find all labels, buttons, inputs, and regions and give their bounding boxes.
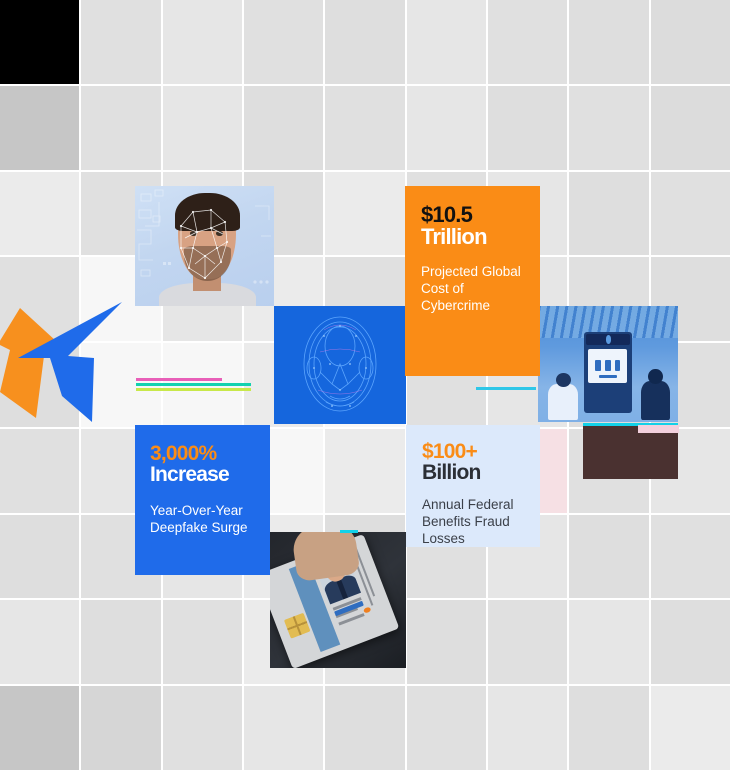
mosaic-tile: [0, 686, 80, 770]
mosaic-tile: [0, 514, 80, 599]
mosaic-tile: [488, 686, 568, 770]
face-mesh-overlay-icon: [179, 208, 229, 280]
facial-recognition-photo: [135, 186, 274, 306]
accent-strip-cyan-mid: [476, 387, 536, 390]
mosaic-tile: [406, 85, 486, 170]
mosaic-tile: [81, 600, 161, 685]
benefits-headline-unit: Billion: [422, 461, 481, 485]
accent-strip-pink: [638, 425, 679, 433]
mosaic-tile: [650, 686, 730, 770]
mosaic-tile: [244, 85, 324, 170]
mosaic-tile: [0, 85, 80, 170]
benefits-headline-value: $100+: [422, 440, 478, 463]
accent-strip-magenta: [136, 378, 222, 381]
mosaic-tile: [325, 686, 405, 770]
mosaic-tile: [650, 0, 730, 84]
circuit-pattern-icon: [137, 189, 271, 284]
mosaic-tile: [406, 686, 486, 770]
accent-strip-lime: [136, 388, 251, 391]
mosaic-tile: [81, 686, 161, 770]
deepfake-headline-unit: Increase: [150, 463, 230, 487]
mosaic-tile: [650, 600, 730, 685]
mosaic-tile: [162, 686, 242, 770]
mosaic-tile: [569, 171, 649, 256]
deepfake-headline-value: 3,000%: [150, 442, 217, 465]
wireframe-head-icon: [303, 316, 377, 412]
stat-card-cybercrime: $10.5 Trillion Projected Global Cost of …: [405, 186, 540, 376]
arrow-logo: [0, 302, 122, 422]
mosaic-tile: [244, 0, 324, 84]
deepfake-description: Year-Over-Year Deepfake Surge: [150, 502, 248, 535]
mosaic-tile: [569, 514, 649, 599]
mosaic-tile: [162, 85, 242, 170]
cybercrime-headline-value: $10.5: [421, 202, 473, 227]
mosaic-tile: [81, 0, 161, 84]
mosaic-tile: [406, 0, 486, 84]
accent-strip-teal: [136, 383, 251, 386]
mosaic-tile: [325, 0, 405, 84]
id-card-photo: [270, 532, 406, 668]
mosaic-tile: [569, 686, 649, 770]
mosaic-tile: [0, 171, 80, 256]
mosaic-tile: [406, 600, 486, 685]
biometric-head-scan-photo: [274, 306, 406, 424]
mosaic-tile: [650, 514, 730, 599]
mosaic-tile: [0, 0, 80, 84]
mosaic-tile: [650, 171, 730, 256]
mosaic-tile: [488, 85, 568, 170]
benefits-description: Annual Federal Benefits Fraud Losses: [422, 496, 514, 546]
self-service-kiosk-photo: [538, 306, 678, 422]
mosaic-tile: [325, 171, 405, 256]
mosaic-tile: [325, 85, 405, 170]
accent-strip-cyan-maroon-top: [583, 423, 678, 426]
kiosk-person-right: [639, 368, 673, 420]
mosaic-tile: [162, 0, 242, 84]
mosaic-tile: [488, 0, 568, 84]
mosaic-tile: [81, 85, 161, 170]
accent-strip-cyan-low: [340, 530, 358, 533]
mosaic-tile: [0, 428, 80, 513]
cybercrime-headline-unit: Trillion: [421, 224, 488, 250]
mosaic-tile: [244, 686, 324, 770]
orange-arrow-icon: [0, 308, 68, 418]
mosaic-tile: [325, 428, 405, 513]
kiosk-terminal: [584, 331, 632, 413]
mosaic-tile: [569, 600, 649, 685]
stat-card-benefits-fraud: $100+ Billion Annual Federal Benefits Fr…: [406, 425, 540, 547]
mosaic-tile: [569, 0, 649, 84]
kiosk-person-left: [546, 373, 580, 420]
cybercrime-description: Projected Global Cost of Cybercrime: [421, 263, 521, 313]
mosaic-tile: [569, 85, 649, 170]
dark-color-block: [583, 425, 678, 479]
mosaic-tile: [0, 600, 80, 685]
stat-card-deepfake: 3,000% Increase Year-Over-Year Deepfake …: [135, 425, 270, 575]
mosaic-tile: [162, 600, 242, 685]
mosaic-tile: [488, 600, 568, 685]
mosaic-tile: [650, 85, 730, 170]
blue-arrow-icon: [18, 302, 122, 422]
